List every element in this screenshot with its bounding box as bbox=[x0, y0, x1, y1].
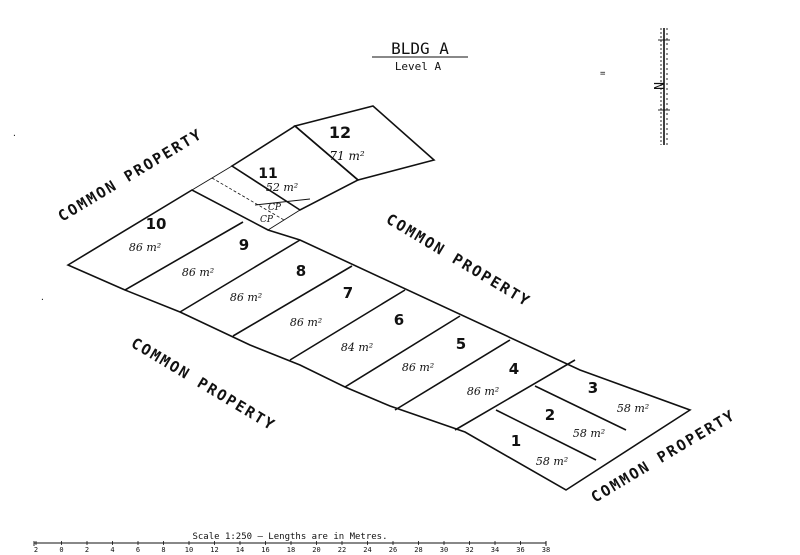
scale-tick-label: 6 bbox=[136, 546, 140, 554]
scale-tick-label: 8 bbox=[161, 546, 165, 554]
common-property-label-se: COMMON PROPERTY bbox=[588, 406, 739, 507]
lot-1-number: 1 bbox=[511, 432, 521, 450]
scale-tick-label: 26 bbox=[389, 546, 397, 554]
lot-10-area: 86 m² bbox=[129, 241, 161, 254]
main-block bbox=[66, 189, 692, 491]
common-property-label-sw: COMMON PROPERTY bbox=[128, 334, 279, 435]
lot-7-number: 7 bbox=[343, 284, 353, 302]
lot-5-area: 86 m² bbox=[402, 361, 434, 374]
lot-12-number: 12 bbox=[329, 123, 351, 142]
cp-strip-label-1: CP bbox=[268, 203, 282, 213]
north-arrow-icon bbox=[658, 28, 670, 145]
scale-tick-label: 30 bbox=[440, 546, 448, 554]
north-label: N bbox=[650, 82, 665, 90]
stray-mark: = bbox=[600, 69, 606, 79]
scale-tick-label: 0 bbox=[59, 546, 63, 554]
scale-tick-label: 36 bbox=[516, 546, 524, 554]
scale-tick-label: 2 bbox=[85, 546, 89, 554]
lot-6-number: 6 bbox=[394, 311, 404, 329]
cp-strip-label-2: CP bbox=[260, 215, 274, 225]
lot-9-area: 86 m² bbox=[182, 266, 214, 279]
lot-2-area: 58 m² bbox=[573, 427, 605, 440]
common-property-label-nw: COMMON PROPERTY bbox=[55, 125, 206, 226]
lot-4-area: 86 m² bbox=[467, 385, 499, 398]
lot-7-area: 86 m² bbox=[290, 316, 322, 329]
scale-tick-label: 38 bbox=[542, 546, 550, 554]
lot-6-area: 84 m² bbox=[341, 341, 373, 354]
upper-block bbox=[191, 105, 436, 231]
lot-1-area: 58 m² bbox=[536, 455, 568, 468]
lot-4-number: 4 bbox=[509, 360, 519, 378]
scale-caption: Scale 1:250 — Lengths are in Metres. bbox=[192, 532, 387, 542]
lot-11-area: 52 m² bbox=[266, 181, 298, 194]
lot-9-number: 9 bbox=[239, 236, 249, 254]
lot-2-number: 2 bbox=[545, 406, 555, 424]
scale-tick-label: 20 bbox=[312, 546, 320, 554]
scale-tick-label: 12 bbox=[210, 546, 218, 554]
lot-8-area: 86 m² bbox=[230, 291, 262, 304]
lot-3-number: 3 bbox=[588, 379, 598, 397]
lot-10-number: 10 bbox=[146, 215, 167, 233]
scale-tick-label: 24 bbox=[363, 546, 371, 554]
lot-12-area: 71 m² bbox=[329, 149, 364, 163]
lot-5-number: 5 bbox=[456, 335, 466, 353]
scale-tick-label: 22 bbox=[338, 546, 346, 554]
scale-tick-label: 10 bbox=[185, 546, 193, 554]
scale-tick-label: 16 bbox=[261, 546, 269, 554]
lot-8-number: 8 bbox=[296, 262, 306, 280]
scale-tick-label: 14 bbox=[236, 546, 244, 554]
stray-mark-left-2: · bbox=[40, 295, 45, 304]
scale-tick-label: 2 bbox=[34, 546, 38, 554]
level-subtitle: Level A bbox=[395, 60, 442, 73]
stray-mark-left: · bbox=[12, 131, 17, 140]
scale-tick-label: 28 bbox=[414, 546, 422, 554]
scale-tick-label: 32 bbox=[465, 546, 473, 554]
scale-tick-label: 4 bbox=[110, 546, 114, 554]
common-property-label-ne: COMMON PROPERTY bbox=[383, 210, 534, 311]
building-title: BLDG A bbox=[391, 39, 449, 58]
lot-11-number: 11 bbox=[258, 166, 277, 182]
lot-3-area: 58 m² bbox=[617, 402, 649, 415]
scale-tick-label: 18 bbox=[287, 546, 295, 554]
scale-tick-label: 34 bbox=[491, 546, 499, 554]
